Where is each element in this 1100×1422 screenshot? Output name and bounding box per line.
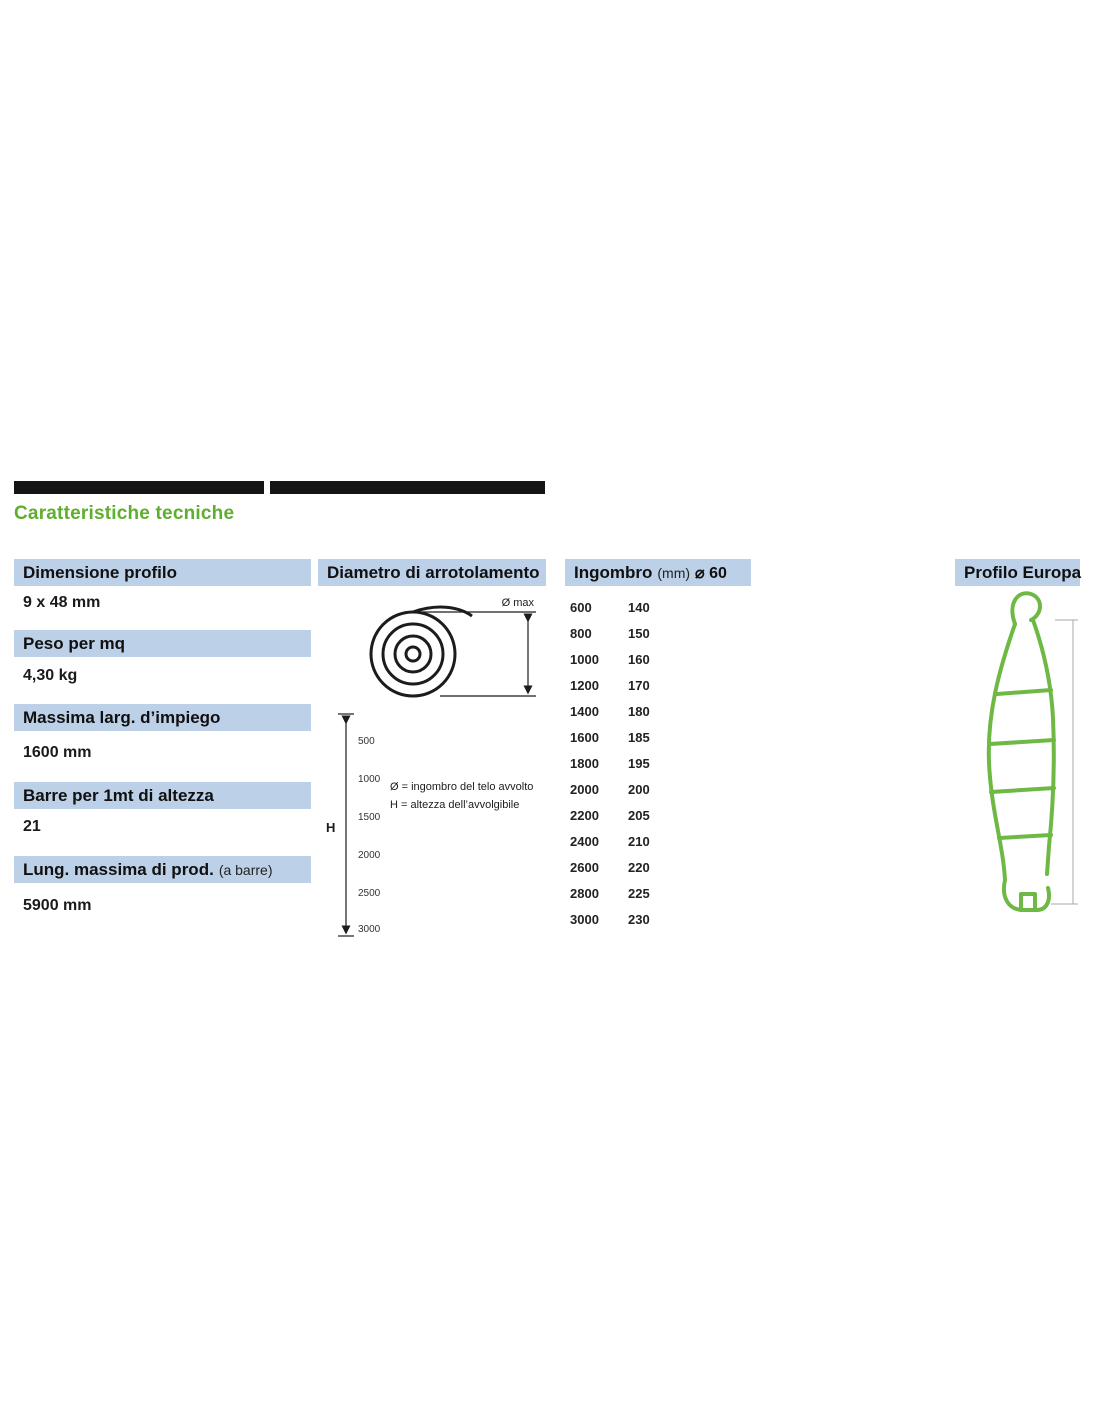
profilo-header: Profilo Europa (955, 559, 1082, 586)
spec-value-barre-per-metro: 21 (23, 818, 41, 835)
diameter-cell: 200 (628, 781, 650, 797)
section-title: Caratteristiche tecniche (14, 503, 235, 524)
table-row: 800 150 (570, 620, 750, 646)
diameter-cell: 185 (628, 729, 650, 745)
spec-value-dimensione-profilo: 9 x 48 mm (23, 594, 101, 611)
height-cell: 3000 (570, 911, 599, 927)
height-cell: 1800 (570, 755, 599, 771)
height-cell: 1000 (570, 651, 599, 667)
spec-value-lunghezza-massima: 5900 mm (23, 897, 92, 914)
profilo-header-label: Profilo Europa (964, 562, 1082, 582)
table-row: 3000 230 (570, 906, 750, 932)
diameter-cell: 150 (628, 625, 650, 641)
spec-header-peso-per-mq: Peso per mq (14, 630, 311, 657)
diametro-header: Diametro di arrotolamento (318, 559, 546, 586)
top-black-bar-right (270, 481, 545, 494)
profile-dimension-line (1051, 619, 1078, 905)
ingombro-header-diameter: ⌀ 60 (695, 564, 727, 582)
height-dimension-label: H (326, 820, 335, 835)
height-cell: 2200 (570, 807, 599, 823)
table-row: 2000 200 (570, 776, 750, 802)
legend-line-1: Ø = ingombro del telo avvolto (390, 781, 533, 793)
legend-line-2: H = altezza dell’avvolgibile (390, 799, 519, 811)
tick-label: 1000 (358, 774, 381, 785)
height-cell: 1400 (570, 703, 599, 719)
spec-header-label: Dimensione profilo (23, 562, 177, 582)
diameter-dimension-label: Ø max (502, 597, 535, 609)
diameter-cell: 160 (628, 651, 650, 667)
spec-header-label: Barre per 1mt di altezza (23, 785, 214, 805)
diameter-cell: 225 (628, 885, 650, 901)
roll-spiral-icon (369, 605, 473, 698)
table-row: 1600 185 (570, 724, 750, 750)
height-scale-ticks: 500 1000 1500 2000 2500 3000 (358, 736, 381, 935)
spec-header-label: Lung. massima di prod. (23, 859, 214, 879)
table-row: 1400 180 (570, 698, 750, 724)
diameter-dimension-lines (418, 611, 536, 697)
tick-label: 500 (358, 736, 375, 747)
diameter-cell: 170 (628, 677, 650, 693)
diameter-cell: 195 (628, 755, 650, 771)
spec-header-lunghezza-massima: Lung. massima di prod. (a barre) (14, 856, 311, 883)
spec-header-dimensione-profilo: Dimensione profilo (14, 559, 311, 586)
diameter-cell: 140 (628, 599, 650, 615)
diameter-cell: 230 (628, 911, 650, 927)
table-row: 1000 160 (570, 646, 750, 672)
spec-header-label: Peso per mq (23, 633, 126, 653)
table-row: 2600 220 (570, 854, 750, 880)
table-row: 600 140 (570, 594, 750, 620)
table-row: 2400 210 (570, 828, 750, 854)
ingombro-table: 600 140 800 150 1000 160 1200 170 1400 1… (570, 594, 750, 932)
spec-header-note: (a barre) (218, 861, 273, 878)
spec-header-label: Massima larg. d’impiego (23, 707, 221, 727)
diameter-cell: 205 (628, 807, 650, 823)
diameter-cell: 180 (628, 703, 650, 719)
ingombro-header-unit: (mm) (657, 564, 691, 581)
spec-header-barre-per-metro: Barre per 1mt di altezza (14, 782, 311, 809)
table-row: 2800 225 (570, 880, 750, 906)
ingombro-header-label: Ingombro (574, 562, 653, 582)
height-cell: 2600 (570, 859, 599, 875)
profile-cross-section-drawing (986, 591, 1078, 912)
top-black-bar-left (14, 481, 264, 494)
table-row: 2200 205 (570, 802, 750, 828)
tick-label: 2500 (358, 888, 381, 899)
height-cell: 1600 (570, 729, 599, 745)
height-cell: 2000 (570, 781, 599, 797)
table-row: 1200 170 (570, 672, 750, 698)
height-cell: 2800 (570, 885, 599, 901)
height-cell: 2400 (570, 833, 599, 849)
spec-header-massima-larghezza: Massima larg. d’impiego (14, 704, 311, 731)
tick-label: 3000 (358, 924, 381, 935)
roll-diameter-diagram: Ø max H 500 1000 1500 2000 2500 3000 Ø =… (326, 597, 536, 937)
spec-value-peso-per-mq: 4,30 kg (23, 667, 78, 684)
spec-value-massima-larghezza: 1600 mm (23, 744, 92, 761)
height-cell: 1200 (570, 677, 599, 693)
europa-slat-profile-icon (986, 591, 1056, 912)
diametro-header-label: Diametro di arrotolamento (327, 562, 540, 582)
diagram-legend: Ø = ingombro del telo avvolto H = altezz… (390, 781, 533, 811)
tick-label: 1500 (358, 812, 381, 823)
table-row: 1800 195 (570, 750, 750, 776)
ingombro-header: Ingombro (mm) ⌀ 60 (565, 559, 751, 586)
diameter-cell: 220 (628, 859, 650, 875)
tick-label: 2000 (358, 850, 381, 861)
diameter-cell: 210 (628, 833, 650, 849)
height-dimension-lines (338, 713, 354, 937)
height-cell: 800 (570, 625, 592, 641)
height-cell: 600 (570, 599, 592, 615)
